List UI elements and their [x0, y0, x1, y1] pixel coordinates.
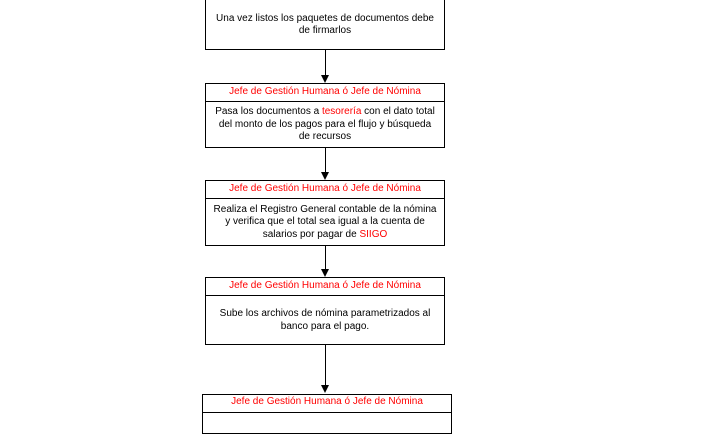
- connector-line: [325, 50, 326, 75]
- step-role: Jefe de Gestión Humana ó Jefe de Nómina: [206, 84, 444, 102]
- highlight-text: SIIGO: [359, 228, 388, 240]
- highlight-text: tesorería: [321, 106, 362, 118]
- step-text: Realiza el Registro General contable de …: [206, 199, 444, 246]
- arrow-head-icon: [321, 75, 329, 83]
- step-text: Pasa los documentos a tesorería con el d…: [206, 102, 444, 148]
- arrow-head-icon: [321, 385, 329, 393]
- connector-line: [325, 148, 326, 172]
- step-text: Una vez listos los paquetes de documento…: [216, 12, 434, 37]
- connector-line: [325, 246, 326, 269]
- arrow-head-icon: [321, 172, 329, 180]
- step-text: Sube los archivos de nómina parametrizad…: [219, 308, 431, 332]
- flow-step-2: Jefe de Gestión Humana ó Jefe de Nómina …: [205, 83, 445, 148]
- flow-step-4: Jefe de Gestión Humana ó Jefe de Nómina …: [205, 277, 445, 345]
- step-role: Jefe de Gestión Humana ó Jefe de Nómina: [206, 278, 444, 296]
- arrow-head-icon: [321, 269, 329, 277]
- step-role: Jefe de Gestión Humana ó Jefe de Nómina: [203, 395, 451, 413]
- text-part: Pasa los documentos a: [215, 106, 322, 118]
- flow-step-5: Jefe de Gestión Humana ó Jefe de Nómina: [202, 394, 452, 434]
- connector-line: [325, 345, 326, 386]
- text-part: Realiza el Registro General contable de …: [213, 203, 437, 240]
- text-part: con el dato total del monto de los pagos…: [218, 106, 435, 143]
- flow-step-3: Jefe de Gestión Humana ó Jefe de Nómina …: [205, 180, 445, 246]
- flow-step-1: Una vez listos los paquetes de documento…: [205, 0, 445, 50]
- step-role: Jefe de Gestión Humana ó Jefe de Nómina: [206, 181, 444, 199]
